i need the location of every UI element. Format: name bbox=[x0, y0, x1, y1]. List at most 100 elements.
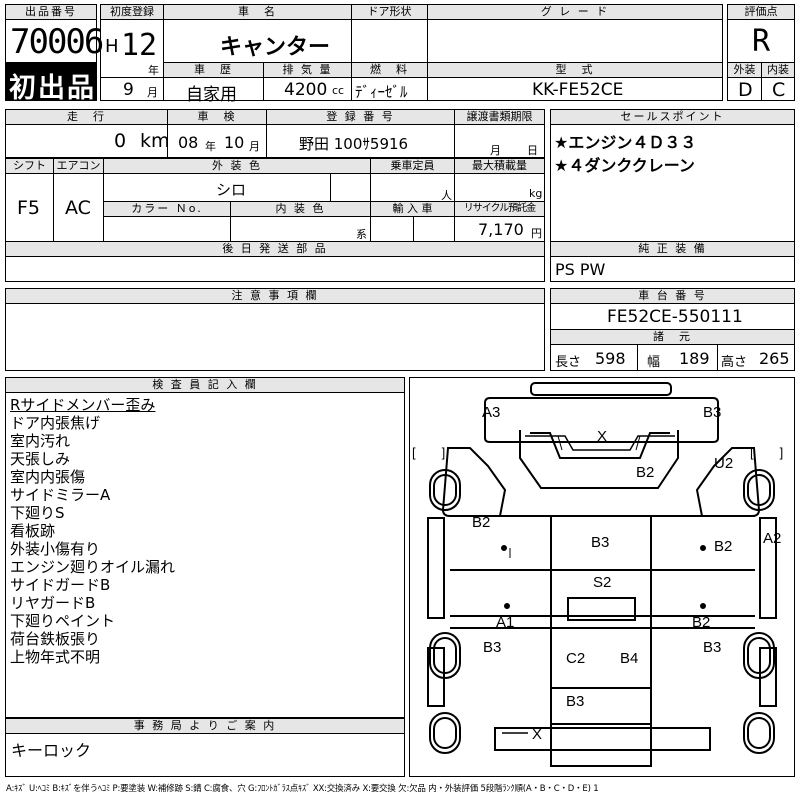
ac-cell: AC bbox=[53, 173, 104, 242]
shift-label: シフト bbox=[5, 158, 54, 174]
inspector-line: リヤガードB bbox=[10, 594, 96, 612]
notes-cell bbox=[5, 303, 545, 371]
inspector-line: 室内内張傷 bbox=[10, 468, 86, 486]
interior-grade-cell: C bbox=[761, 77, 795, 101]
sales-cell: ★エンジン４Ｄ３３ ★４ダンククレーン bbox=[550, 124, 795, 242]
damage-mark: B4 bbox=[620, 650, 639, 667]
sales-label: セールスポイント bbox=[550, 109, 795, 125]
sales-point: ★エンジン４Ｄ３３ bbox=[554, 133, 697, 152]
equipment-label: 純 正 装 備 bbox=[550, 241, 795, 257]
capacity-label: 乗車定員 bbox=[370, 158, 455, 174]
transfer-day: 日 bbox=[527, 144, 538, 157]
exterior-grade: D bbox=[738, 79, 753, 101]
inspector-label: 検 査 員 記 入 欄 bbox=[5, 377, 405, 393]
chassis-label: 車 台 番 号 bbox=[550, 288, 795, 304]
inspector-line: 天張しみ bbox=[10, 450, 71, 468]
recycle: 7,170 bbox=[478, 220, 524, 239]
equipment-cell: PS PW bbox=[550, 256, 795, 282]
model-label: 型 式 bbox=[427, 62, 723, 78]
displacement-cell: 4200 cc bbox=[263, 77, 352, 101]
inspector-cell: Rサイドメンバー歪み ドア内張焦げ 室内汚れ 天張しみ 室内内張傷 サイドミラー… bbox=[5, 392, 405, 718]
transfer-month: 月 bbox=[490, 144, 501, 157]
chassis-cell: FE52CE-550111 bbox=[550, 303, 795, 330]
mileage-label: 走 行 bbox=[5, 109, 168, 125]
fuel-label: 燃 料 bbox=[351, 62, 428, 78]
era: H bbox=[105, 36, 119, 57]
year-unit: 年 bbox=[148, 64, 159, 77]
capacity-unit: 人 bbox=[441, 189, 452, 202]
recycle-unit: 円 bbox=[531, 227, 542, 240]
width-label: 幅 bbox=[647, 355, 661, 370]
later-parts-label: 後 日 発 送 部 品 bbox=[5, 241, 545, 257]
inspector-line: 上物年式不明 bbox=[10, 648, 101, 666]
damage-mark: C2 bbox=[566, 650, 586, 667]
shift-cell: F5 bbox=[5, 173, 54, 242]
notes-label: 注 意 事 項 欄 bbox=[5, 288, 545, 304]
damage-mark: B3 bbox=[483, 639, 502, 656]
length: 598 bbox=[595, 349, 626, 368]
inspector-line: サイドガードB bbox=[10, 576, 111, 594]
car-name: キャンター bbox=[220, 35, 331, 60]
displacement-label: 排 気 量 bbox=[263, 62, 352, 78]
model-cell: KK-FE52CE bbox=[427, 77, 723, 101]
inspector-line: 下廻りペイント bbox=[10, 612, 116, 630]
interior-color-unit: 系 bbox=[356, 228, 367, 241]
dims-divider-2 bbox=[717, 345, 718, 370]
import-divider bbox=[413, 217, 414, 241]
recycle-label: リサイクル預託金 bbox=[454, 201, 545, 217]
year: 12 bbox=[121, 28, 158, 63]
damage-mark: S2 bbox=[593, 574, 612, 591]
lot-no-label: 出品番号 bbox=[5, 4, 97, 20]
month: 9 bbox=[123, 80, 134, 100]
fuel-cell: ﾃﾞｨｰｾﾞﾙ bbox=[351, 77, 428, 101]
length-label: 長さ bbox=[555, 355, 582, 370]
equipment-value: PS PW bbox=[555, 260, 606, 279]
interior-grade: C bbox=[772, 79, 786, 101]
damage-mark: X bbox=[597, 428, 608, 445]
history-label: 車 歴 bbox=[163, 62, 264, 78]
grade-label: グ レ ー ド bbox=[427, 4, 723, 20]
color-cell: シロ bbox=[103, 173, 371, 202]
lot-no-cell: 70006 bbox=[5, 19, 104, 63]
width: 189 bbox=[679, 349, 710, 368]
dims-cell: 長さ 598 幅 189 高さ 265 bbox=[550, 344, 795, 371]
damage-mark: B2 bbox=[714, 538, 733, 555]
damage-mark: A1 bbox=[496, 614, 515, 631]
diagram-bracket-right: [ ] bbox=[750, 445, 784, 460]
inspector-lines: Rサイドメンバー歪み ドア内張焦げ 室内汚れ 天張しみ 室内内張傷 サイドミラー… bbox=[10, 396, 175, 666]
inspector-line: 看板跡 bbox=[10, 522, 56, 540]
mileage-unit: km bbox=[140, 130, 170, 152]
exterior-label: 外装 bbox=[727, 62, 762, 78]
inspection-label: 車 検 bbox=[167, 109, 267, 125]
inspection-year: 08 bbox=[178, 133, 199, 152]
height-label: 高さ bbox=[721, 355, 748, 370]
reg-no-label: 登 録 番 号 bbox=[266, 109, 455, 125]
lot-no: 70006 bbox=[10, 22, 104, 62]
chassis-value: FE52CE-550111 bbox=[607, 307, 743, 327]
damage-mark: B2 bbox=[636, 464, 655, 481]
inspector-line: 室内汚れ bbox=[10, 432, 71, 450]
truck-outline bbox=[427, 382, 777, 767]
fuel: ﾃﾞｨｰｾﾞﾙ bbox=[355, 83, 408, 101]
color-no-label: カラー Ｎo. bbox=[103, 201, 231, 217]
rating-cell: R bbox=[727, 19, 795, 63]
inspector-line: サイドミラーA bbox=[10, 486, 111, 504]
mileage: 0 bbox=[114, 130, 127, 152]
inspector-line: 下廻りS bbox=[10, 504, 65, 522]
ac-label: エアコン bbox=[53, 158, 104, 174]
inspection-month: 10 bbox=[224, 133, 245, 152]
exterior-grade-cell: D bbox=[727, 77, 762, 101]
interior-color-cell: 系 bbox=[230, 216, 371, 242]
damage-mark: B2 bbox=[472, 514, 491, 531]
inspection-cell: 08 年 10 月 bbox=[167, 124, 267, 158]
inspector-line: Rサイドメンバー歪み bbox=[10, 396, 156, 414]
car-name-cell: キャンター bbox=[163, 19, 352, 63]
load-unit: kg bbox=[529, 187, 543, 200]
later-parts-cell bbox=[5, 256, 545, 282]
first-reg-year-cell: H 12 年 bbox=[100, 19, 164, 78]
rating: R bbox=[752, 24, 771, 59]
inspector-line: 荷台鉄板張り bbox=[10, 630, 101, 648]
damage-diagram: [ ] [ ] A3 B3 X B2 U2 B2 B2 A2 B3 S2 A1 … bbox=[409, 377, 795, 777]
ac: AC bbox=[65, 197, 91, 219]
color: シロ bbox=[216, 181, 247, 199]
